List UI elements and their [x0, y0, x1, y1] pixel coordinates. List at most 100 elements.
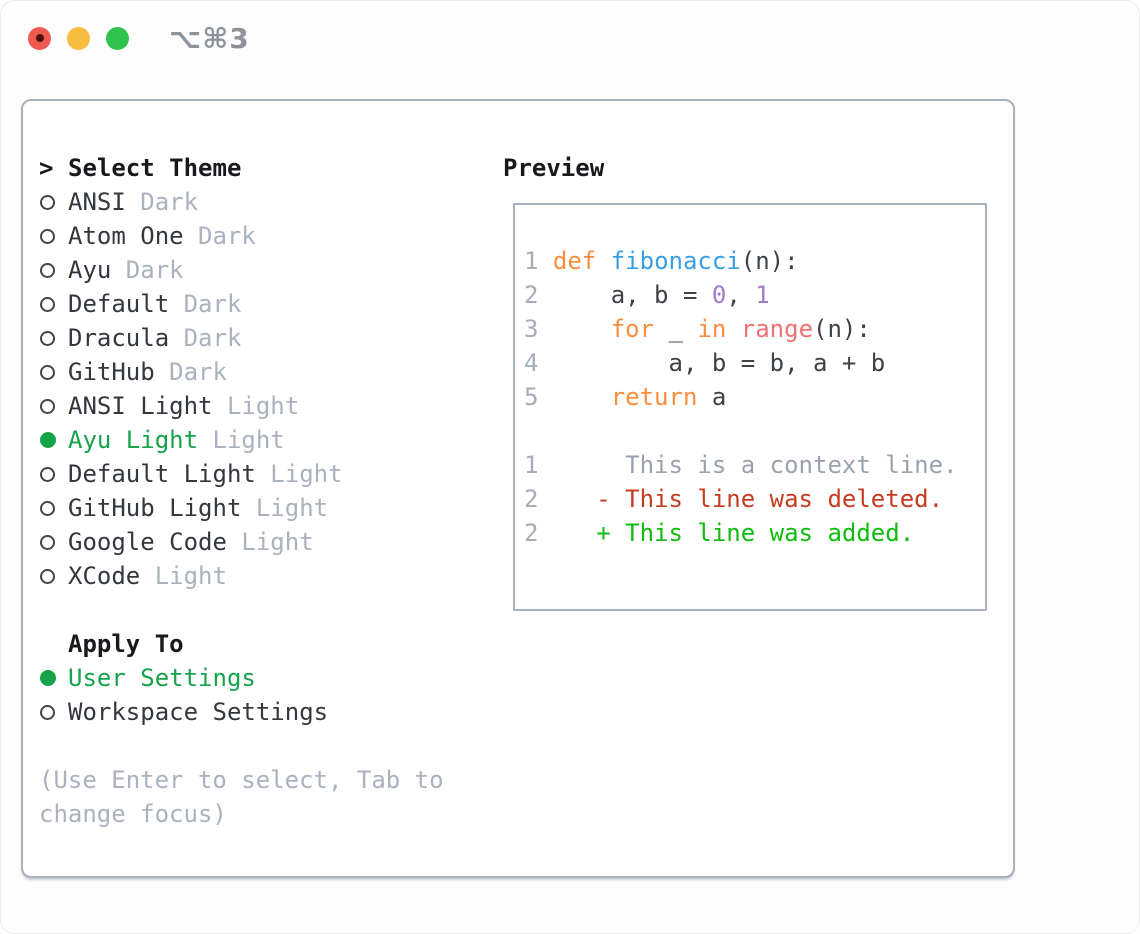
token-plain: a [697, 383, 727, 411]
theme-name: XCode [68, 562, 141, 590]
theme-option-default-light[interactable]: Default Light Light [39, 457, 444, 491]
theme-name: ANSI [68, 188, 126, 216]
close-button[interactable] [28, 26, 51, 50]
token-number: 0 [711, 281, 727, 309]
code-line: 5 return a [524, 380, 985, 414]
theme-name: Ayu Light [68, 426, 199, 454]
token-plain: a, b = b, a + b [552, 349, 886, 377]
window-title-shortcut: ⌥⌘3 [169, 21, 250, 55]
theme-name: Default [68, 290, 170, 318]
radio-icon [40, 364, 55, 380]
radio-icon [40, 296, 55, 312]
apply-to-header: Apply To [39, 627, 444, 661]
theme-variant: Dark [154, 358, 227, 386]
theme-option-ayu-light[interactable]: Ayu Light Light [39, 423, 444, 457]
token-plain: , [726, 281, 756, 309]
radio-icon [40, 466, 55, 482]
token-plain: (n): [740, 247, 799, 275]
code-line: 2 - This line was deleted. [524, 482, 985, 516]
theme-option-xcode[interactable]: XCode Light [39, 559, 444, 593]
radio-icon [40, 398, 55, 414]
record-dot-icon [35, 34, 44, 42]
theme-option-dracula[interactable]: Dracula Dark [39, 321, 444, 355]
theme-name: Atom One [68, 222, 184, 250]
line-number: 4 [524, 349, 553, 377]
theme-name: ANSI Light [68, 392, 213, 420]
token-plain [726, 315, 740, 343]
radio-selected-icon [40, 670, 56, 686]
radio-icon [40, 534, 55, 550]
spacer [39, 729, 444, 763]
preview-header: Preview [503, 151, 604, 185]
theme-option-google-code[interactable]: Google Code Light [39, 525, 444, 559]
apply-option-label: User Settings [68, 664, 256, 692]
theme-option-github-light[interactable]: GitHub Light Light [39, 491, 444, 525]
theme-variant: Light [198, 426, 285, 454]
minimize-button[interactable] [67, 26, 90, 50]
token-plain: a, b = [552, 281, 712, 309]
theme-variant: Light [255, 460, 343, 488]
theme-option-ansi[interactable]: ANSI Dark [39, 185, 444, 219]
line-number: 2 [524, 519, 553, 547]
help-text-line-2: change focus) [39, 800, 227, 828]
code-line: 1 This is a context line. [524, 448, 985, 482]
token-builtin: range [740, 315, 814, 343]
preview-title: Preview [503, 154, 605, 182]
maximize-button[interactable] [106, 26, 129, 50]
apply-option-label: Workspace Settings [68, 698, 329, 726]
apply-option-user-settings[interactable]: User Settings [39, 661, 444, 695]
line-number: 5 [524, 383, 553, 411]
radio-icon [40, 194, 55, 210]
token-plain [553, 315, 611, 343]
radio-icon [40, 500, 55, 516]
code-line: 2 a, b = 0, 1 [524, 278, 985, 312]
theme-option-atom-one[interactable]: Atom One Dark [39, 219, 444, 253]
code-line: 3 for _ in range(n): [524, 312, 985, 346]
theme-option-github[interactable]: GitHub Dark [39, 355, 444, 389]
theme-name: Dracula [68, 324, 170, 352]
theme-name: Default Light [68, 460, 256, 488]
token-number: 1 [755, 281, 770, 309]
token-keyword: return [610, 383, 698, 411]
line-number: 2 [524, 281, 553, 309]
theme-variant: Light [226, 528, 314, 556]
radio-icon [40, 330, 55, 346]
token-plain [596, 247, 610, 275]
radio-icon [40, 568, 55, 584]
apply-option-workspace-settings[interactable]: Workspace Settings [39, 695, 444, 729]
help-text-line-1: (Use Enter to select, Tab to [39, 766, 444, 794]
theme-option-ansi-light[interactable]: ANSI Light Light [39, 389, 444, 423]
code-line: 1 def fibonacci(n): [524, 244, 985, 278]
titlebar: ⌥⌘3 [1, 1, 1139, 75]
token-keyword: for [610, 315, 655, 343]
token-added: + This line was added. [552, 519, 915, 547]
theme-name: GitHub Light [68, 494, 242, 522]
radio-selected-icon [40, 432, 56, 448]
token-deleted: - This line was deleted. [552, 485, 944, 513]
theme-name: GitHub [68, 358, 155, 386]
line-number: 3 [524, 315, 553, 343]
theme-option-ayu[interactable]: Ayu Dark [39, 253, 444, 287]
theme-variant: Dark [169, 290, 242, 318]
token-keyword: def [552, 247, 597, 275]
theme-option-default[interactable]: Default Dark [39, 287, 444, 321]
token-function: fibonacci [610, 247, 741, 275]
code-line: 2 + This line was added. [524, 516, 985, 550]
theme-variant: Light [241, 494, 329, 522]
token-plain: _ [654, 315, 698, 343]
token-plain [553, 383, 611, 411]
token-context: This is a context line. [552, 451, 958, 479]
radio-icon [40, 228, 55, 244]
line-number: 1 [524, 247, 553, 275]
theme-name: Google Code [68, 528, 227, 556]
theme-name: Ayu [68, 256, 112, 284]
token-keyword: in [697, 315, 727, 343]
line-number: 1 [524, 451, 553, 479]
token-plain: (n): [813, 315, 871, 343]
